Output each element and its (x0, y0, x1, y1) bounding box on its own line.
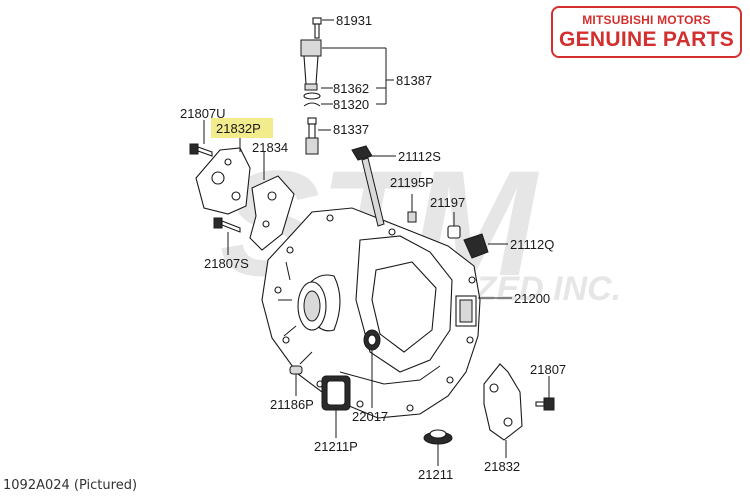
part-label-21112S: 21112S (398, 149, 441, 164)
part-label-21807U: 21807U (180, 106, 226, 121)
plug-cap (447, 225, 461, 239)
part-label-21832P: 21832P (216, 121, 261, 136)
rubber-boot (463, 233, 489, 259)
part-label-81362: 81362 (333, 81, 369, 96)
sensor-assembly (300, 17, 322, 107)
part-label-81337: 81337 (333, 122, 369, 137)
part-label-21200: 21200 (514, 291, 550, 306)
part-label-21832: 21832 (484, 459, 520, 474)
dipstick (351, 145, 385, 227)
rear-bracket (483, 363, 523, 441)
part-label-81387: 81387 (396, 73, 432, 88)
speedometer-gear (305, 117, 319, 155)
gasket (321, 375, 351, 411)
genuine-parts-logo: MITSUBISHI MOTORS GENUINE PARTS (551, 6, 742, 58)
badge-genuine: GENUINE PARTS (558, 28, 735, 51)
part-highlight (211, 118, 273, 138)
part-label-21807S: 21807S (204, 256, 249, 271)
part-label-81931: 81931 (336, 13, 372, 28)
part-label-21834: 21834 (252, 140, 288, 155)
bracket-bolt (535, 397, 555, 411)
part-label-21195P: 21195P (390, 175, 434, 190)
oil-seal (363, 329, 381, 351)
part-label-21197: 21197 (430, 195, 465, 210)
part-label-81320: 81320 (333, 97, 369, 112)
guide-pin (289, 365, 303, 375)
part-labels: 81931 81387 81362 81320 21807U 21832P 81… (180, 13, 566, 482)
part-label-22017: 22017 (352, 409, 388, 424)
part-label-21211P: 21211P (314, 439, 358, 454)
reference-code: 1092A024 (Pictured) (3, 478, 138, 493)
part-label-21807: 21807 (530, 362, 566, 377)
dowel-pin (407, 211, 417, 223)
part-label-21112Q: 21112Q (510, 237, 554, 252)
part-label-21211: 21211 (418, 467, 453, 482)
badge-brand: MITSUBISHI MOTORS (582, 13, 711, 27)
part-label-21186P: 21186P (270, 397, 314, 412)
mount-insulator (423, 429, 453, 445)
mount-bracket-group (189, 143, 295, 251)
